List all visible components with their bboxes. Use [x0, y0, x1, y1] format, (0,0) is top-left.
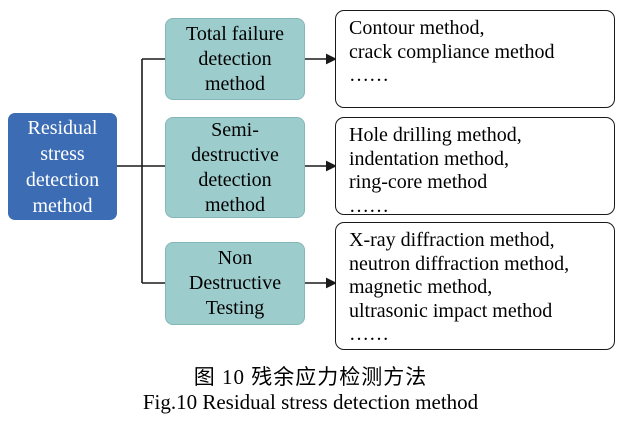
category-node-semi-destructive: Semi- destructive detection method — [165, 117, 305, 218]
methods-box-non-destructive: X-ray diffraction method, neutron diffra… — [335, 222, 615, 350]
methods-box-semi-destructive: Hole drilling method, indentation method… — [335, 117, 615, 217]
category-node-non-destructive: Non Destructive Testing — [165, 242, 305, 325]
methods-box-total-failure: Contour method, crack compliance method … — [335, 10, 615, 108]
figure-caption-chinese: 图 10 残余应力检测方法 — [193, 365, 428, 389]
category-node-total-failure: Total failure detection method — [165, 18, 305, 100]
root-node-residual-stress: Residual stress detection method — [8, 113, 117, 220]
figure-caption-english: Fig.10 Residual stress detection method — [142, 390, 479, 414]
